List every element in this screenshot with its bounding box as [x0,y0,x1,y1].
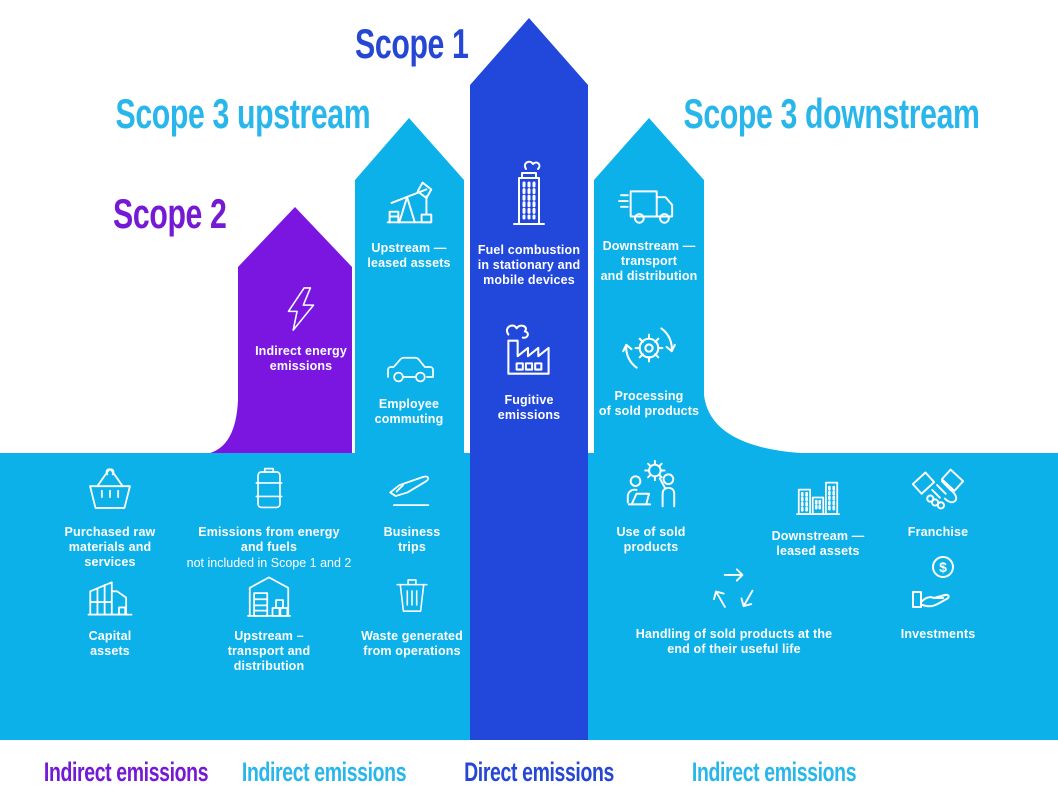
svg-text:$: $ [939,559,947,575]
fuel-combustion-item: Fuel combustion in stationary and mobile… [470,152,588,288]
business-trips-item: Business trips [356,458,468,555]
recycle-icon [713,568,754,608]
car-icon [387,356,434,383]
lightning-icon [287,287,315,331]
city-buildings-icon [796,481,840,515]
shopping-basket-icon [89,468,131,509]
handling-sold-products-item: Handling of sold products at the end of … [608,560,860,657]
processing-sold-products-item: Processing of sold products [594,314,704,419]
item-label: Business trips [383,525,441,554]
indirect-energy-item: Indirect energy emissions [246,283,356,374]
fugitive-emissions-item: Fugitive emissions [470,318,588,423]
footer-indirect-downstream: Indirect emissions [691,757,857,787]
upstream-transport-item: Upstream – transport and distribution [208,568,330,674]
scope2-title: Scope 2 [113,190,227,237]
waste-generated-item: Waste generated from operations [350,568,474,659]
item-label: Employee commuting [374,397,444,426]
franchise-item: Franchise [880,458,996,540]
use-of-sold-products-item: Use of sold products [592,456,710,555]
item-label: Fuel combustion in stationary and mobile… [477,243,581,287]
item-label: Fugitive emissions [497,393,561,422]
employee-commuting-item: Employee commuting [354,338,464,427]
handshake-icon [911,468,965,510]
scope3-upstream-title: Scope 3 upstream [115,90,371,137]
item-label: Purchased raw materials and services [64,525,156,569]
emissions-energy-item: Emissions from energy and fuels not incl… [173,460,365,572]
item-label: Downstream — transport and distribution [600,239,698,283]
item-label: Downstream — leased assets [771,529,865,558]
purchased-raw-item: Purchased raw materials and services [52,460,168,570]
item-label: Franchise [907,525,969,539]
scope3-upstream-arrow-shape [355,118,464,453]
item-label: Processing of sold products [598,389,700,418]
item-sublabel: not included in Scope 1 and 2 [186,556,352,570]
building-chimney-icon [513,160,545,225]
dollar-hand-icon: $ [912,556,954,608]
item-label: Upstream – transport and distribution [227,629,311,673]
downstream-transport-item: Downstream — transport and distribution [594,174,704,284]
item-label: Upstream — leased assets [367,241,451,270]
item-label: Use of sold products [616,525,686,554]
upstream-leased-assets-item: Upstream — leased assets [354,170,464,271]
factory-smoke-icon [506,324,550,375]
scope3-downstream-arrow-shape [594,118,800,453]
item-label: Investments [900,627,976,641]
airplane-icon [389,475,430,507]
oil-drum-icon [255,467,283,509]
item-label: Indirect energy emissions [255,344,347,373]
footer-indirect-upstream: Indirect emissions [241,757,407,787]
scope1-title: Scope 1 [355,20,469,67]
scope2-arrow-shape [210,207,352,453]
item-label: Waste generated from operations [361,629,463,658]
scope3-downstream-title: Scope 3 downstream [683,90,980,137]
people-gear-icon [626,459,676,508]
item-label: Capital assets [88,629,132,658]
oil-pump-icon [386,181,433,224]
investments-item: $ Investments [880,552,996,642]
trash-bin-icon [396,579,428,612]
footer-direct-scope1: Direct emissions [464,757,614,787]
item-label: Emissions from energy and fuels [198,525,340,554]
scope1-arrow-shape [470,18,588,740]
gear-cycle-icon [622,327,676,369]
warehouse-icon [247,576,291,617]
downstream-leased-assets-item: Downstream — leased assets [755,468,881,559]
item-label: Handling of sold products at the end of … [635,627,833,656]
industrial-building-icon [87,581,133,616]
capital-assets-item: Capital assets [52,568,168,659]
footer-indirect-scope2: Indirect emissions [43,757,209,787]
delivery-truck-icon [618,190,674,224]
